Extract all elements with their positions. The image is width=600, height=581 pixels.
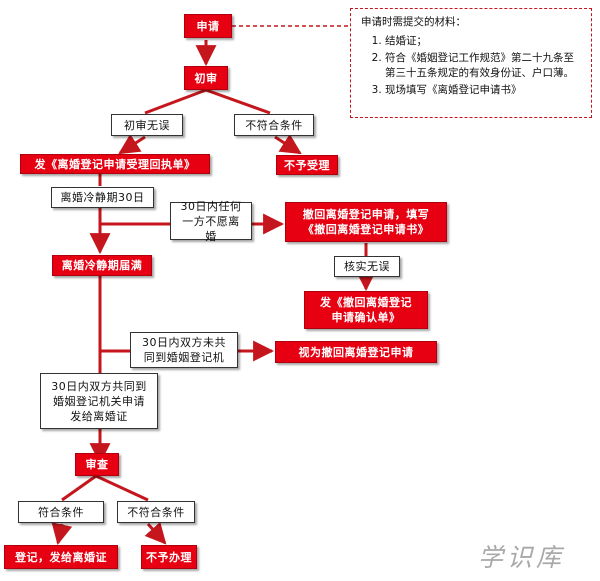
materials-item: 符合《婚姻登记工作规范》第二十九条至第三十五条规定的有效身份证、户口薄。 [385, 51, 583, 81]
apply-node: 申请 [184, 14, 232, 38]
not-eligible-label-1: 不符合条件 [234, 114, 314, 136]
not-eligible-label-2: 不符合条件 [117, 501, 195, 523]
deemed-withdrawn-node: 视为撤回离婚登记申请 [275, 341, 437, 363]
materials-note-title: 申请时需提交的材料： [361, 16, 466, 28]
materials-note: 申请时需提交的材料： 结婚证； 符合《婚姻登记工作规范》第二十九条至第三十五条规… [350, 8, 592, 118]
issue-receipt-node: 发《离婚登记申请受理回执单》 [20, 154, 210, 174]
not-jointly-attend-label: 30日内双方未共同到婚姻登记机 [130, 332, 238, 368]
watermark: 学识库 [478, 543, 566, 572]
reject-node-2: 不予办理 [141, 545, 197, 569]
preliminary-review-node: 初审 [184, 66, 228, 90]
verified-label: 核实无误 [334, 256, 400, 277]
cooling-period-expired-node: 离婚冷静期届满 [52, 255, 152, 276]
materials-item: 结婚证； [385, 34, 583, 49]
materials-list: 结婚证； 符合《婚姻登记工作规范》第二十九条至第三十五条规定的有效身份证、户口薄… [361, 34, 583, 98]
cooling-period-node: 离婚冷静期30日 [51, 187, 154, 208]
examination-node: 审查 [75, 453, 119, 476]
register-issue-certificate-node: 登记，发给离婚证 [4, 545, 118, 569]
reject-node-1: 不予受理 [276, 155, 338, 175]
issue-withdraw-confirmation-node: 发《撤回离婚登记申请确认单》 [304, 291, 428, 329]
jointly-apply-node: 30日内双方共同到婚姻登记机关申请发给离婚证 [40, 373, 158, 429]
withdraw-application-node: 撤回离婚登记申请，填写《撤回离婚登记申请书》 [285, 202, 447, 242]
materials-item: 现场填写《离婚登记申请书》 [385, 83, 583, 98]
preliminary-ok-label: 初审无误 [111, 114, 183, 136]
eligible-label: 符合条件 [18, 501, 104, 523]
unwilling-within-30-days-label: 30日内任何一方不愿离婚 [170, 200, 252, 243]
